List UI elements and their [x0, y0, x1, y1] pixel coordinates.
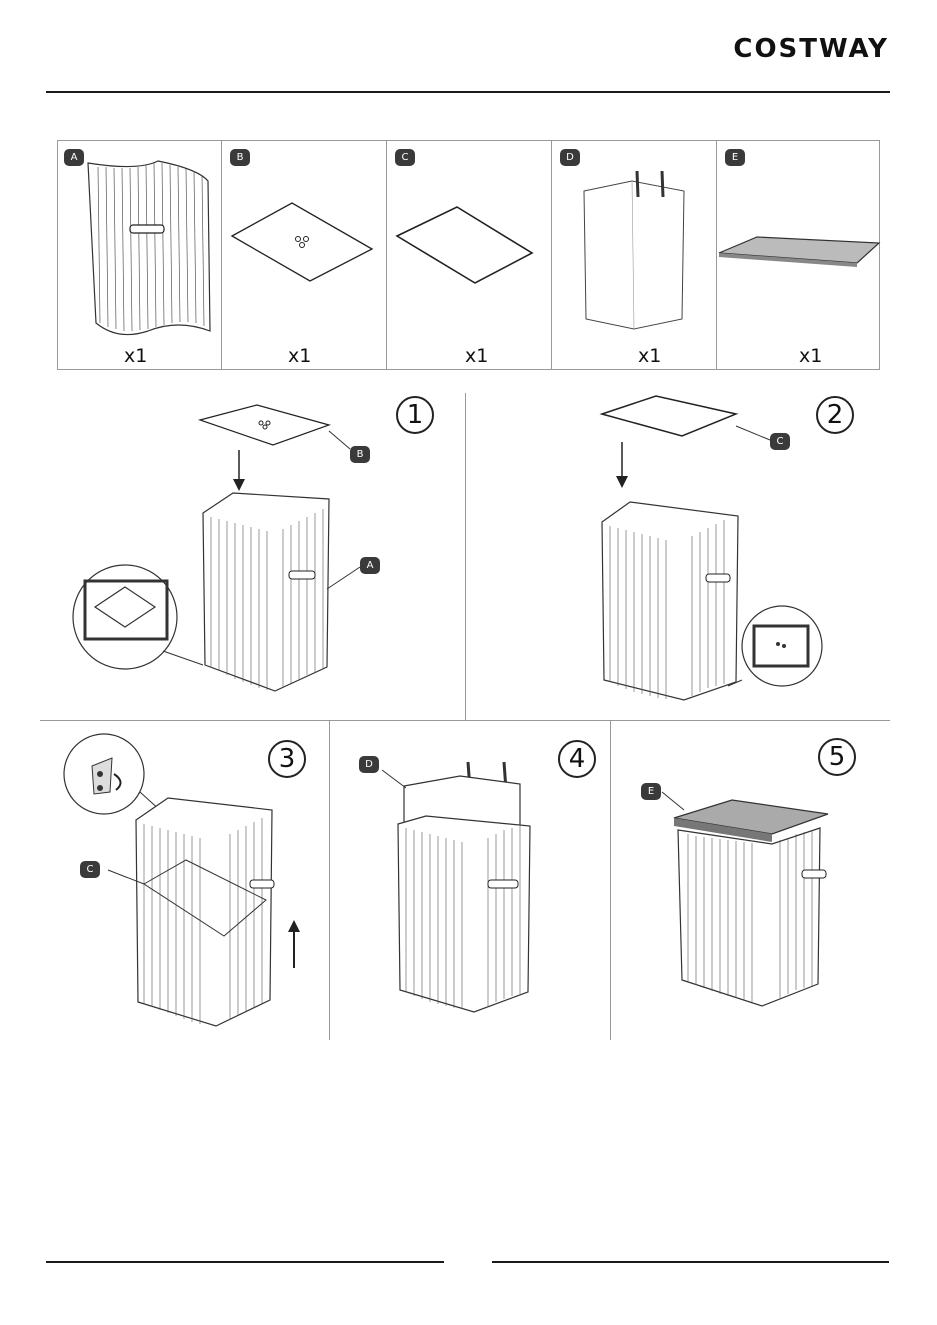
step4-illustration: [330, 730, 610, 1030]
part-qty: x1: [799, 345, 822, 367]
lid-icon: [717, 141, 881, 341]
step5-label-e: E: [641, 783, 661, 800]
step5-illustration: [612, 730, 892, 1030]
divider-vertical: [465, 393, 466, 720]
step1-illustration: [45, 395, 465, 715]
divider-horizontal: [40, 720, 890, 721]
base-board-icon: [222, 141, 387, 341]
step2-illustration: [470, 390, 890, 710]
parts-list: A x1 B x1 C x1 D: [57, 140, 880, 370]
part-qty: x1: [465, 345, 488, 367]
part-cell-b: B x1: [222, 141, 387, 369]
support-board-icon: [387, 141, 552, 341]
part-qty: x1: [638, 345, 661, 367]
part-cell-d: D x1: [552, 141, 717, 369]
footer-rule-left: [46, 1261, 444, 1263]
step4-label-d: D: [359, 756, 379, 773]
step3-illustration: [40, 730, 330, 1030]
part-cell-a: A x1: [58, 141, 222, 369]
footer-rule-right: [492, 1261, 889, 1263]
step3-label-c: C: [80, 861, 100, 878]
part-qty: x1: [288, 345, 311, 367]
hamper-body-icon: [58, 141, 222, 341]
step2-label-c: C: [770, 433, 790, 450]
brand-logo: COSTWAY: [733, 34, 889, 64]
part-qty: x1: [124, 345, 147, 367]
divider-vertical: [610, 720, 611, 1040]
liner-bag-icon: [552, 141, 717, 341]
part-cell-c: C x1: [387, 141, 552, 369]
step1-label-b: B: [350, 446, 370, 463]
header-rule: [46, 91, 890, 93]
part-cell-e: E x1: [717, 141, 881, 369]
step1-label-a: A: [360, 557, 380, 574]
